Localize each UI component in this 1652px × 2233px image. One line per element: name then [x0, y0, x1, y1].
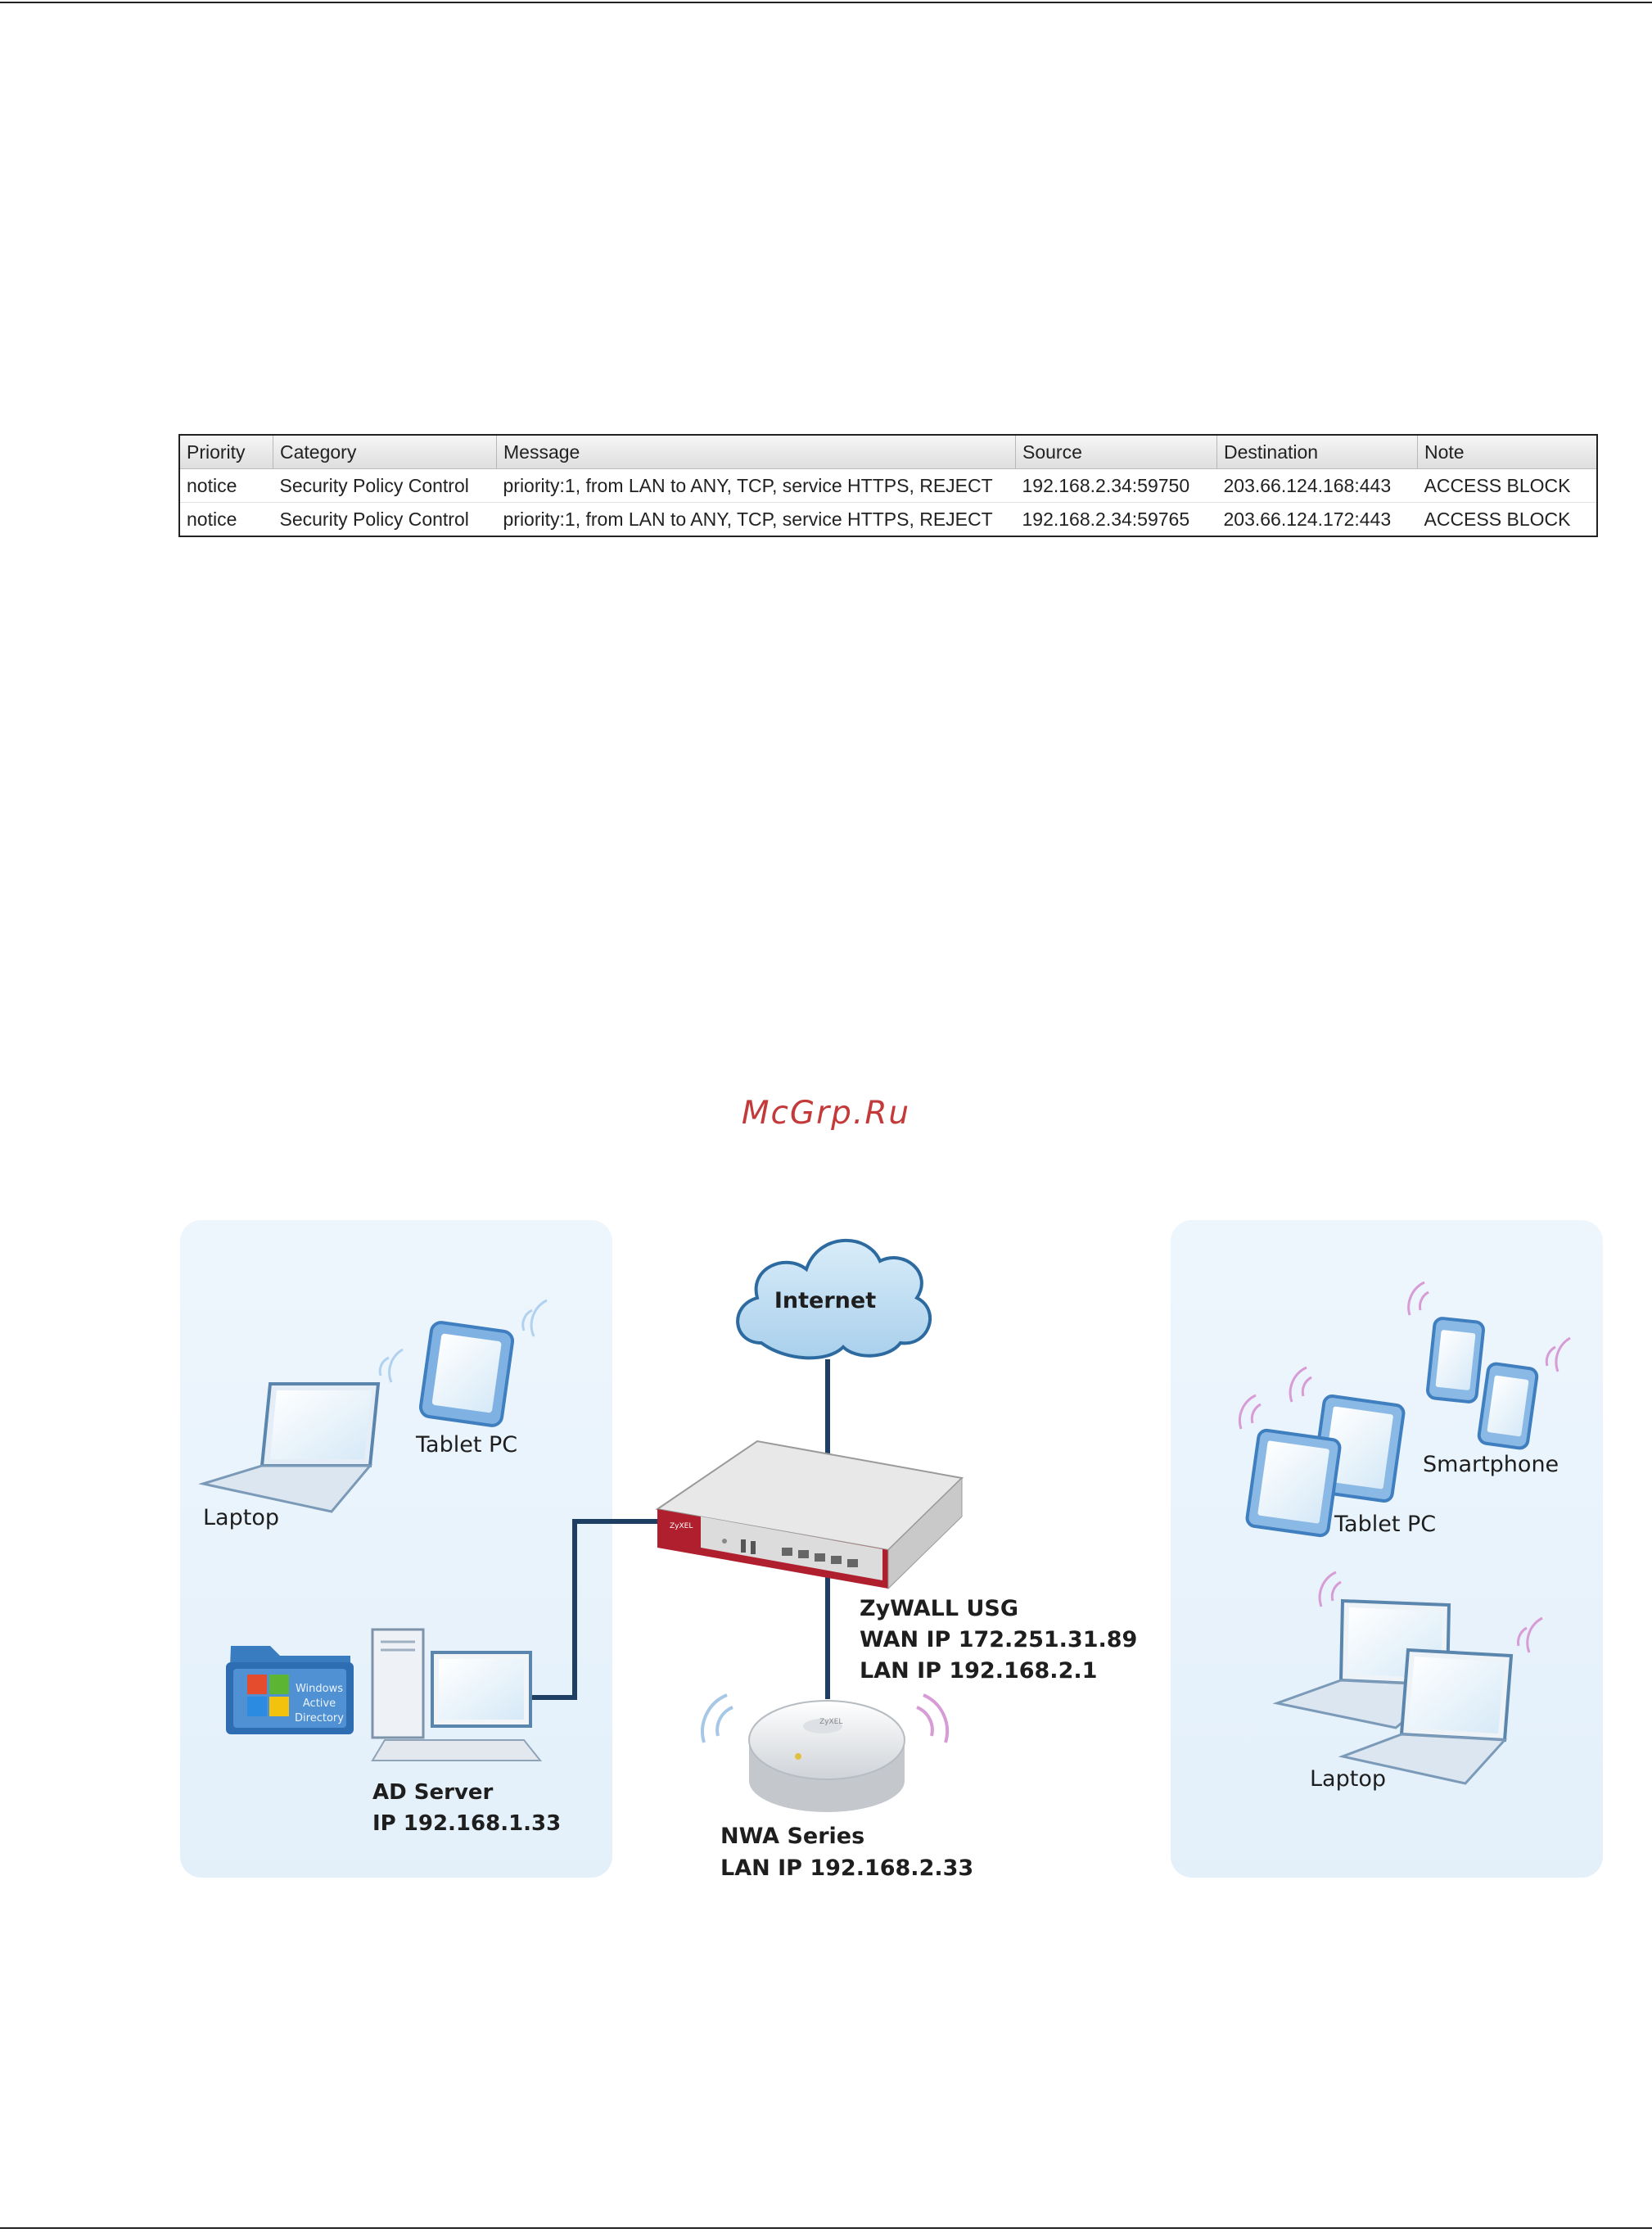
ap-lan-ip-label: LAN IP 192.168.2.33	[720, 1856, 973, 1881]
col-source: Source	[1015, 435, 1217, 469]
col-note: Note	[1417, 435, 1597, 469]
active-directory-folder-icon	[226, 1646, 354, 1734]
usg-wan-ip-label: WAN IP 172.251.31.89	[860, 1627, 1137, 1652]
cell-source: 192.168.2.34:59750	[1015, 468, 1217, 503]
usg-name-label: ZyWALL USG	[860, 1596, 1018, 1621]
left-lan-panel	[180, 1220, 612, 1878]
cell-category: Security Policy Control	[279, 508, 469, 530]
ad-server-computer-icon	[371, 1628, 543, 1761]
left-tablet-icon	[418, 1299, 548, 1427]
ap-brand-label: ZyXEL	[819, 1718, 842, 1726]
cell-priority: notice	[187, 508, 237, 530]
usg-lan-ip-label: LAN IP 192.168.2.1	[860, 1658, 1097, 1684]
connection-lines	[532, 1359, 830, 1700]
cell-category: Security Policy Control	[273, 468, 497, 503]
ad-folder-line-1: Windows	[296, 1683, 343, 1695]
usg-brand-label: ZyXEL	[670, 1522, 693, 1530]
cell-priority: notice	[179, 468, 273, 503]
cell-destination: 203.66.124.168:443	[1216, 468, 1418, 503]
internet-cloud-icon	[736, 1238, 932, 1360]
internet-label: Internet	[774, 1288, 876, 1313]
right-tablet-icon	[1238, 1366, 1406, 1538]
right-tablet-label: Tablet PC	[1334, 1512, 1436, 1537]
col-destination: Destination	[1216, 435, 1418, 469]
right-smartphone-label: Smartphone	[1423, 1452, 1559, 1477]
right-wlan-panel	[1171, 1220, 1603, 1878]
nwa-access-point-icon	[701, 1693, 950, 1812]
right-laptop-icon	[1272, 1571, 1543, 1785]
ap-name-label: NWA Series	[720, 1824, 864, 1849]
cell-source: 192.168.2.34:59765	[1022, 508, 1190, 530]
table-row[interactable]: notice Security Policy Control priority:…	[179, 468, 1597, 503]
ad-folder-line-3: Directory	[295, 1712, 344, 1724]
ad-server-ip-label: IP 192.168.1.33	[372, 1811, 561, 1836]
zywall-usg-device-icon	[655, 1440, 964, 1590]
col-category: Category	[273, 435, 497, 469]
left-tablet-label: Tablet PC	[415, 1432, 517, 1458]
col-message: Message	[496, 435, 1016, 469]
ad-server-name-label: AD Server	[372, 1780, 494, 1805]
cell-message: priority:1, from LAN to ANY, TCP, servic…	[496, 468, 1016, 503]
right-laptop-label: Laptop	[1310, 1766, 1386, 1792]
cell-note: ACCESS BLOCK	[1424, 508, 1571, 530]
left-laptop-icon	[198, 1348, 404, 1513]
left-laptop-label: Laptop	[203, 1505, 279, 1530]
log-table-header: Priority Category Message Source Destina…	[179, 435, 1597, 469]
cell-destination: 203.66.124.172:443	[1223, 508, 1392, 530]
table-row[interactable]: notice Security Policy Control priority:…	[179, 503, 1597, 537]
bottom-rule	[0, 2227, 1652, 2229]
col-priority: Priority	[179, 435, 273, 469]
ad-folder-line-2: Active	[303, 1697, 336, 1710]
log-table: Priority Category Message Source Destina…	[178, 434, 1598, 537]
cell-message: priority:1, from LAN to ANY, TCP, servic…	[503, 508, 993, 530]
right-smartphone-icon	[1407, 1281, 1571, 1450]
watermark: McGrp.Ru	[741, 1095, 911, 1132]
top-rule	[0, 2, 1652, 3]
cell-note: ACCESS BLOCK	[1417, 468, 1597, 503]
